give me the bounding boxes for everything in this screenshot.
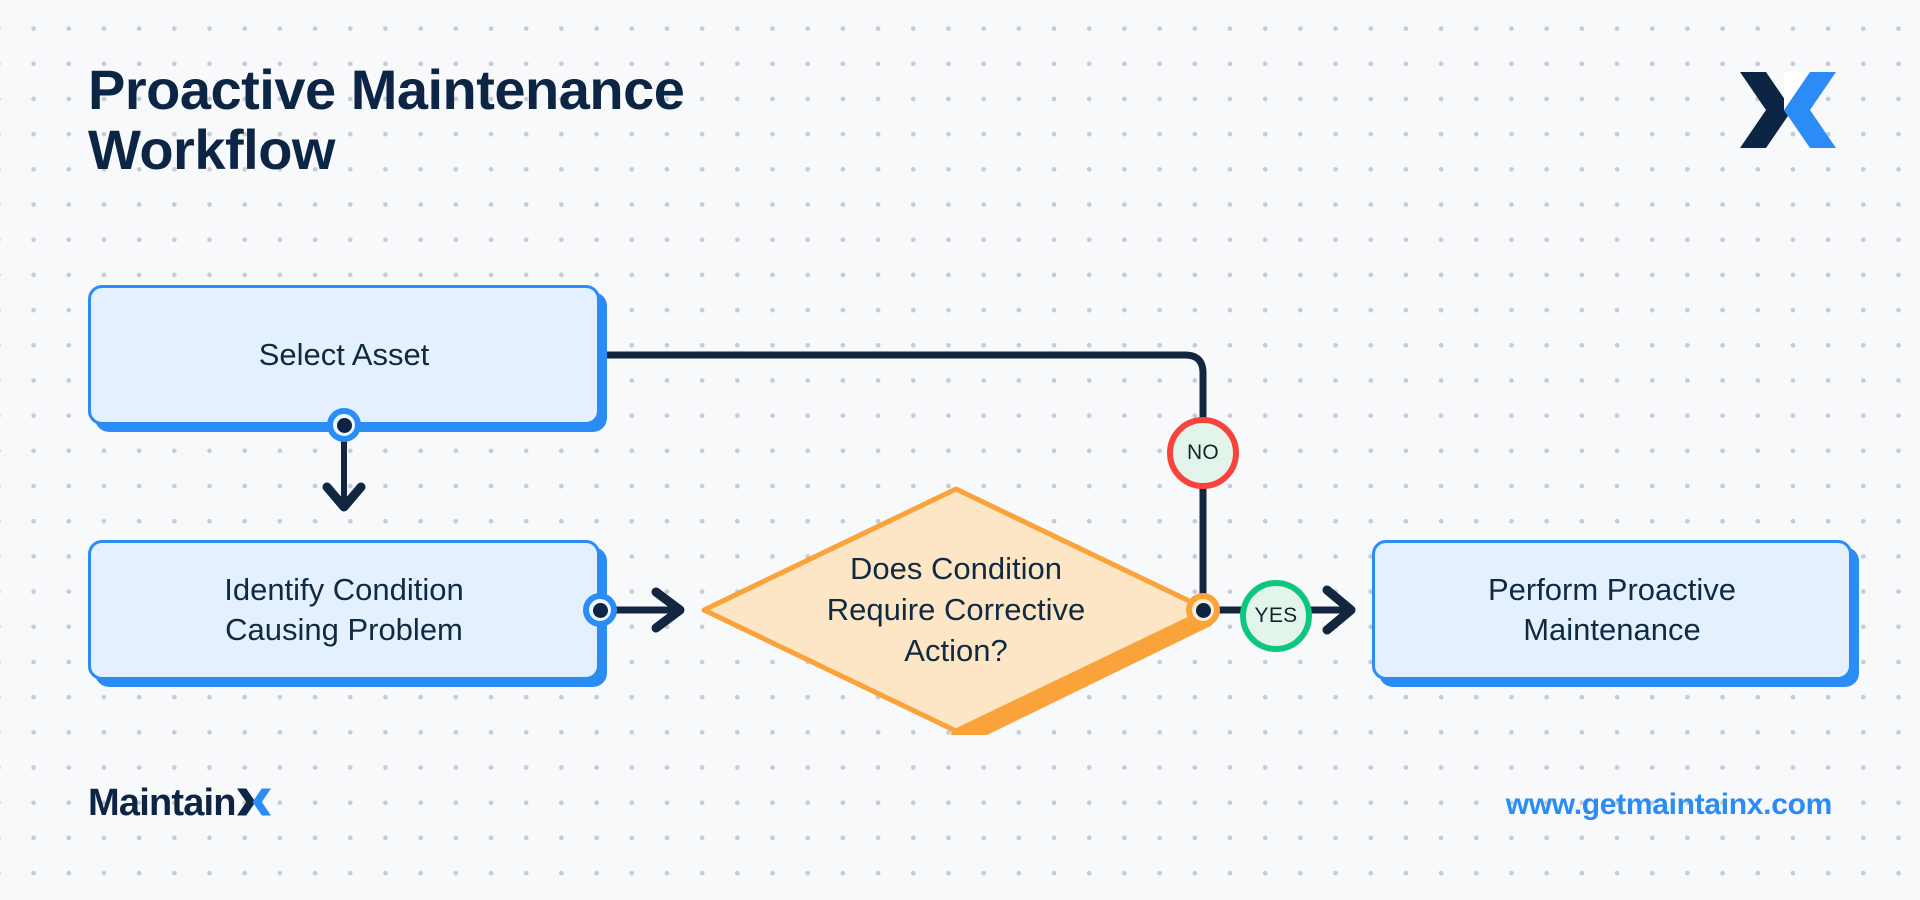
- branch-badge-no[interactable]: NO: [1167, 417, 1239, 489]
- port-identify-condition-right[interactable]: [583, 593, 617, 627]
- maintainx-x-icon: [1740, 72, 1836, 148]
- flow-node-decision[interactable]: Does Condition Require Corrective Action…: [700, 485, 1212, 735]
- wordmark-text: Maintain: [88, 782, 237, 824]
- flow-node-select-asset[interactable]: Select Asset: [88, 285, 600, 425]
- diamond-shape-icon: [701, 486, 1212, 735]
- port-decision-right[interactable]: [1186, 593, 1220, 627]
- page-title: Proactive Maintenance Workflow: [88, 58, 685, 182]
- port-select-asset-bottom[interactable]: [327, 408, 361, 442]
- flow-node-decision-label: Does Condition Require Corrective Action…: [826, 551, 1086, 669]
- site-url-link[interactable]: www.getmaintainx.com: [1505, 788, 1833, 821]
- branch-badge-yes[interactable]: YES: [1240, 580, 1312, 652]
- flow-node-perform-maintenance[interactable]: Perform Proactive Maintenance: [1372, 540, 1852, 680]
- flow-node-identify-condition[interactable]: Identify Condition Causing Problem: [88, 540, 600, 680]
- maintainx-x-icon: [236, 788, 271, 816]
- maintainx-wordmark: Maintain: [88, 782, 271, 825]
